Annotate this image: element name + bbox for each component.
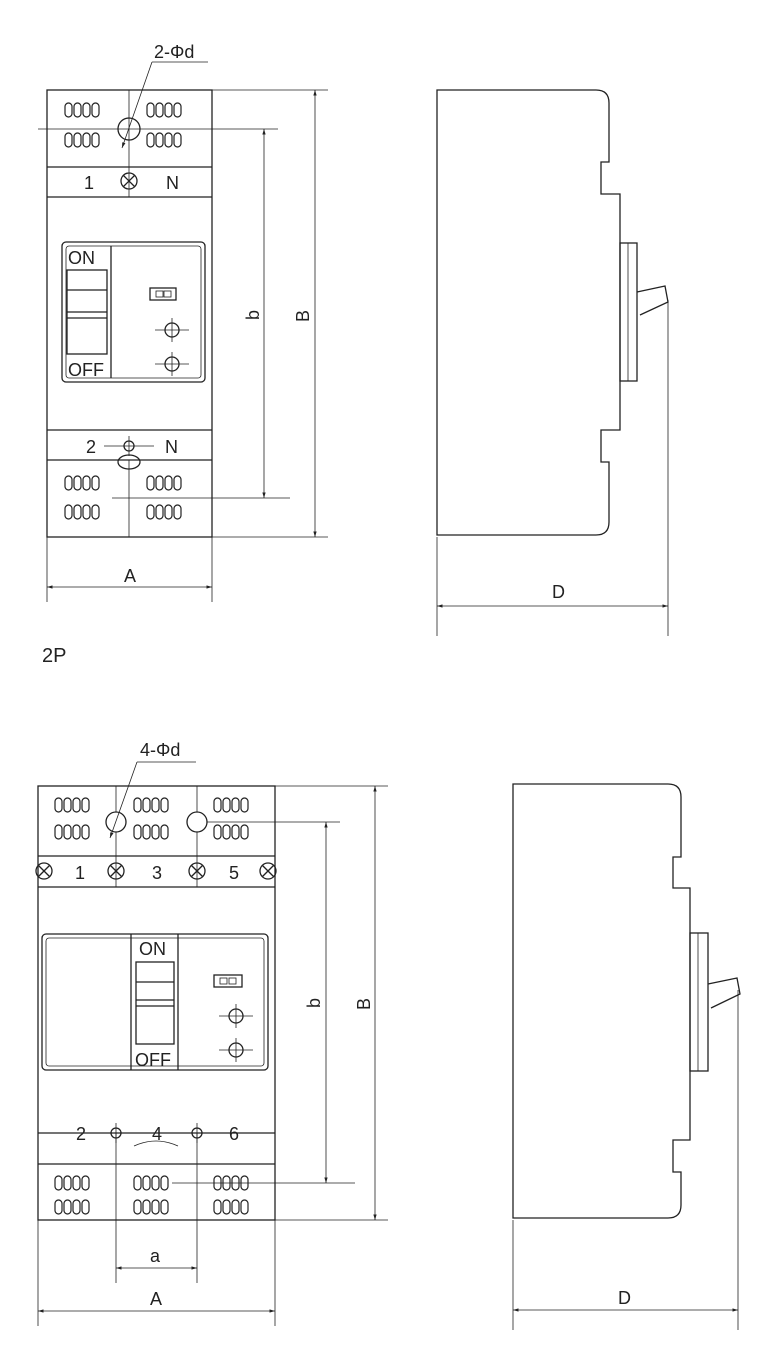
terminal-label: 3 (152, 863, 162, 883)
terminal-label: N (165, 437, 178, 457)
dim-height-label: B (293, 310, 313, 322)
pole-label: 2P (42, 645, 66, 667)
on-label: ON (139, 939, 166, 959)
hole-label: 2-Φd (154, 42, 194, 62)
terminal-label: 2 (86, 437, 96, 457)
screw-terminal-icon (259, 862, 277, 880)
terminal-label: 1 (75, 863, 85, 883)
toggle-lever (135, 961, 175, 1045)
terminal-label: 5 (229, 863, 239, 883)
terminal-label: 1 (84, 173, 94, 193)
dim-depth-label: D (618, 1288, 631, 1308)
test-button-icon (149, 287, 177, 301)
on-label: ON (68, 248, 95, 268)
terminal-label: N (166, 173, 179, 193)
dim-depth-label: D (552, 582, 565, 602)
terminal-label: 2 (76, 1124, 86, 1144)
dim-hole-spacing-label: b (243, 310, 263, 320)
dim-hole-spacing-label: b (304, 998, 324, 1008)
front-view-2p: 2-Φd 1 N ON OFF 2 N A (38, 42, 328, 602)
dim-height-label: B (354, 998, 374, 1010)
side-view-3p: D (512, 783, 741, 1330)
dim-pole-pitch-label: a (150, 1246, 161, 1266)
terminal-label: 4 (152, 1124, 162, 1144)
mounting-hole (186, 811, 208, 833)
side-view-2p: D (436, 89, 669, 636)
terminal-label: 6 (229, 1124, 239, 1144)
indicator-icon (218, 1003, 254, 1029)
off-label: OFF (68, 360, 104, 380)
front-view-3p: 4-Φd 1 3 5 ON OFF 2 4 6 (35, 740, 388, 1326)
indicator-icon (218, 1037, 254, 1063)
test-button-icon (213, 974, 243, 988)
hole-label: 4-Φd (140, 740, 180, 760)
indicator-icon (154, 317, 190, 343)
off-label: OFF (135, 1050, 171, 1070)
indicator-icon (154, 351, 190, 377)
dim-width-label: A (150, 1289, 162, 1309)
dim-width-label: A (124, 566, 136, 586)
